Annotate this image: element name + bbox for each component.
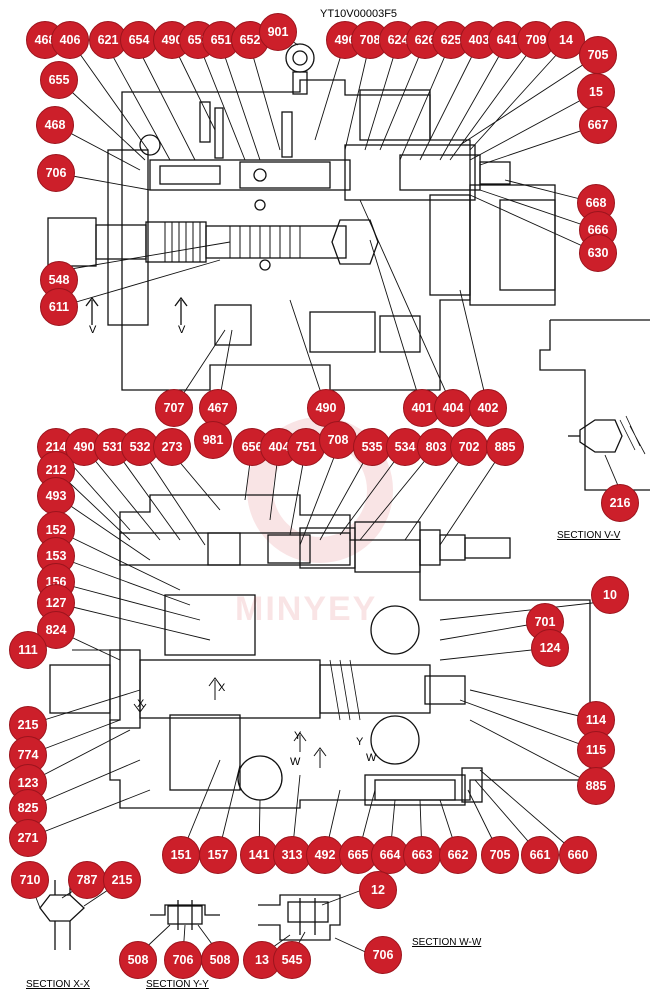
section-v-v-drawing xyxy=(539,319,650,496)
section-x-caption: SECTION X-X xyxy=(26,979,90,990)
section-mark-v-right: V xyxy=(178,324,186,336)
callout-12: 12 xyxy=(359,871,397,909)
callout-655: 655 xyxy=(40,61,78,99)
callout-660: 660 xyxy=(559,836,597,874)
section-mark-x-left: X xyxy=(137,698,145,710)
callout-707: 707 xyxy=(155,389,193,427)
callout-493: 493 xyxy=(37,477,75,515)
callout-215-bot: 215 xyxy=(103,861,141,899)
callout-885-top: 885 xyxy=(486,428,524,466)
section-y-caption: SECTION Y-Y xyxy=(146,979,209,990)
section-mark-w-right: W xyxy=(366,752,377,764)
callout-111: 111 xyxy=(9,631,47,669)
callout-490-mid: 490 xyxy=(307,389,345,427)
callout-702: 702 xyxy=(450,428,488,466)
section-mark-v-left: V xyxy=(89,324,97,336)
callout-787: 787 xyxy=(68,861,106,899)
callout-706-ww: 706 xyxy=(364,936,402,974)
bottom-section-body xyxy=(49,494,591,809)
section-w-caption: SECTION W-W xyxy=(412,937,482,948)
callout-545: 545 xyxy=(273,941,311,979)
callout-508-right: 508 xyxy=(201,941,239,979)
top-section-body xyxy=(47,43,556,391)
callout-803: 803 xyxy=(417,428,455,466)
callout-535: 535 xyxy=(353,428,391,466)
callout-534: 534 xyxy=(386,428,424,466)
callout-14: 14 xyxy=(547,21,585,59)
callout-115: 115 xyxy=(577,731,615,769)
section-mark-w-left: W xyxy=(290,756,301,768)
callout-273: 273 xyxy=(153,428,191,466)
callout-654: 654 xyxy=(120,21,158,59)
callout-665: 665 xyxy=(339,836,377,874)
watermark-text: MINYEY xyxy=(235,590,378,628)
callout-708-bot: 708 xyxy=(319,421,357,459)
callout-157: 157 xyxy=(199,836,237,874)
callout-508-left: 508 xyxy=(119,941,157,979)
section-v-caption: SECTION V-V xyxy=(557,530,621,541)
callout-661: 661 xyxy=(521,836,559,874)
section-mark-y-left: Y xyxy=(294,730,302,742)
callout-124: 124 xyxy=(531,629,569,667)
callout-532: 532 xyxy=(121,428,159,466)
callout-981: 981 xyxy=(194,421,232,459)
callout-271: 271 xyxy=(9,819,47,857)
callout-15: 15 xyxy=(577,73,615,111)
watermark-gear-icon xyxy=(247,417,393,563)
callout-710: 710 xyxy=(11,861,49,899)
callout-151: 151 xyxy=(162,836,200,874)
callout-667: 667 xyxy=(579,106,617,144)
section-w-w-drawing xyxy=(258,889,373,956)
drawing-code: YT10V00003F5 xyxy=(320,8,398,20)
callout-621: 621 xyxy=(89,21,127,59)
callout-662: 662 xyxy=(439,836,477,874)
callout-885-bot: 885 xyxy=(577,767,615,805)
callout-705-top: 705 xyxy=(579,36,617,74)
callout-404-top: 404 xyxy=(434,389,472,427)
callout-663: 663 xyxy=(403,836,441,874)
bottom-leader-lines xyxy=(27,446,611,856)
callout-467: 467 xyxy=(199,389,237,427)
callout-611: 611 xyxy=(40,288,78,326)
callout-668: 668 xyxy=(577,184,615,222)
callout-402: 402 xyxy=(469,389,507,427)
callout-751: 751 xyxy=(287,428,325,466)
callout-468-mid: 468 xyxy=(36,106,74,144)
callout-706-yy: 706 xyxy=(164,941,202,979)
section-mark-y-right: Y xyxy=(356,736,364,748)
section-mark-x-right: X xyxy=(218,682,226,694)
callout-705-bot: 705 xyxy=(481,836,519,874)
callout-706-top: 706 xyxy=(37,154,75,192)
callout-630: 630 xyxy=(579,234,617,272)
callout-901: 901 xyxy=(259,13,297,51)
callout-406: 406 xyxy=(51,21,89,59)
callout-216: 216 xyxy=(601,484,639,522)
callout-10: 10 xyxy=(591,576,629,614)
